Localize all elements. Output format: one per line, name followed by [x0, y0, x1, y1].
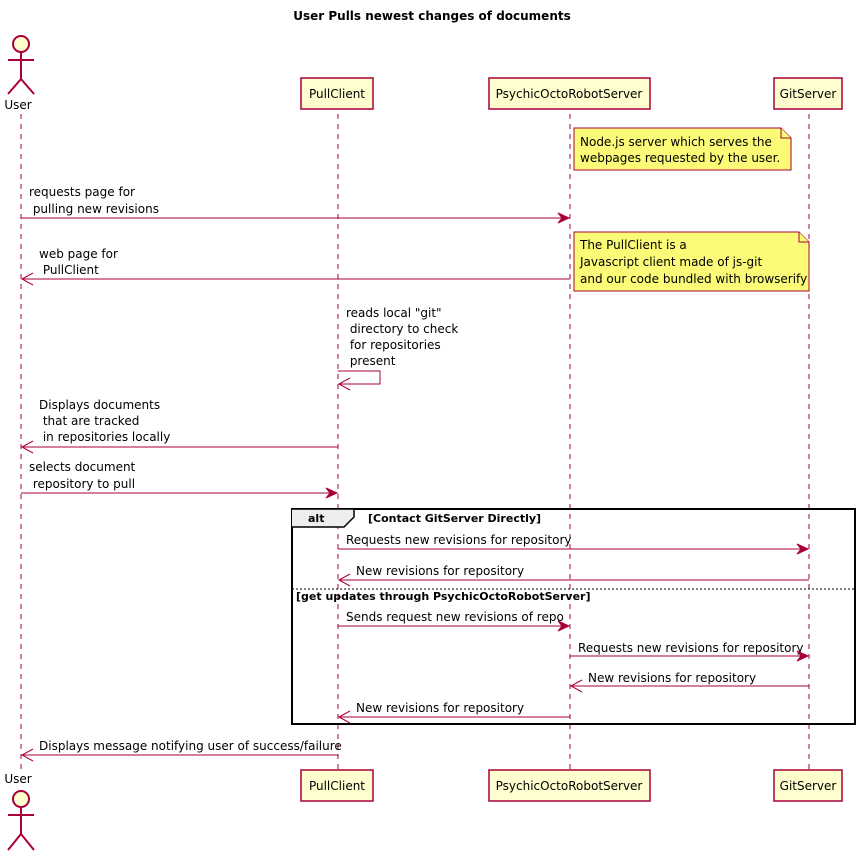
note-server: Node.js server which serves the webpages… [573, 127, 792, 171]
message-new-revisions-to-server: New revisions for repository [569, 671, 809, 693]
message-label: directory to check [346, 322, 458, 336]
participant-gitserver-bottom: GitServer [773, 769, 843, 802]
message-new-revisions-direct: New revisions for repository [337, 564, 809, 587]
message-requests-revisions-server: Requests new revisions for repository [570, 641, 810, 662]
message-label: PullClient [39, 263, 99, 277]
participant-label-user: User [4, 98, 31, 112]
message-label: repository to pull [29, 477, 135, 491]
message-label: reads local "git" [346, 306, 442, 320]
participant-server-bottom: PsychicOctoRobotServer [488, 769, 651, 802]
participant-pullclient-top: PullClient [300, 77, 374, 110]
message-label: present [346, 354, 396, 368]
message-selects-document: selects document repository to pull [21, 460, 339, 499]
message-label: requests page for [29, 185, 135, 199]
participant-label-gitserver: GitServer [780, 779, 837, 793]
message-label: Displays message notifying user of succe… [39, 739, 342, 753]
message-label: New revisions for repository [356, 701, 524, 715]
participant-label-pullclient: PullClient [309, 779, 365, 793]
participant-label-server: PsychicOctoRobotServer [496, 87, 643, 101]
participant-label-user: User [4, 772, 31, 786]
message-label: pulling new revisions [29, 202, 159, 216]
message-label: Displays documents [39, 398, 160, 412]
message-requests-revisions-direct: Requests new revisions for repository [338, 533, 810, 555]
participant-gitserver-top: GitServer [773, 77, 843, 110]
diagram-title: User Pulls newest changes of documents [293, 9, 571, 23]
note-pullclient: The PullClient is a Javascript client ma… [573, 231, 810, 292]
message-label: that are tracked [39, 414, 139, 428]
participant-label-gitserver: GitServer [780, 87, 837, 101]
alt-guard-1: [Contact GitServer Directly] [368, 512, 541, 525]
message-new-revisions-to-client: New revisions for repository [337, 701, 570, 724]
message-web-page: web page for PullClient [20, 247, 570, 286]
participant-server-top: PsychicOctoRobotServer [488, 77, 651, 110]
message-displays-result: Displays message notifying user of succe… [20, 739, 342, 762]
participant-pullclient-bottom: PullClient [300, 769, 374, 802]
alt-fragment: alt [Contact GitServer Directly] [get up… [291, 508, 856, 725]
message-label: selects document [29, 460, 136, 474]
message-label: for repositories [346, 338, 441, 352]
user-actor-icon [7, 35, 35, 95]
alt-guard-2: [get updates through PsychicOctoRobotSer… [296, 590, 591, 603]
alt-keyword: alt [308, 512, 324, 525]
message-request-page: requests page for pulling new revisions [21, 185, 571, 224]
message-label: New revisions for repository [588, 671, 756, 685]
message-label: Sends request new revisions of repo [346, 610, 564, 624]
note-pullclient-line-3: and our code bundled with browserify [580, 272, 807, 286]
message-label: in repositories locally [39, 430, 170, 444]
participant-label-pullclient: PullClient [309, 87, 365, 101]
note-server-line-2: webpages requested by the user. [580, 151, 780, 165]
message-label: New revisions for repository [356, 564, 524, 578]
user-actor-icon [7, 790, 35, 851]
message-label: Requests new revisions for repository [346, 533, 572, 547]
message-reads-local-git: reads local "git" directory to check for… [337, 306, 458, 391]
message-label: web page for [39, 247, 118, 261]
message-sends-request: Sends request new revisions of repo [338, 610, 571, 632]
message-displays-documents: Displays documents that are tracked in r… [20, 398, 338, 454]
participant-label-server: PsychicOctoRobotServer [496, 779, 643, 793]
note-server-line-1: Node.js server which serves the [580, 135, 772, 149]
note-pullclient-line-1: The PullClient is a [579, 238, 687, 252]
note-pullclient-line-2: Javascript client made of js-git [579, 255, 762, 269]
message-label: Requests new revisions for repository [578, 641, 804, 655]
